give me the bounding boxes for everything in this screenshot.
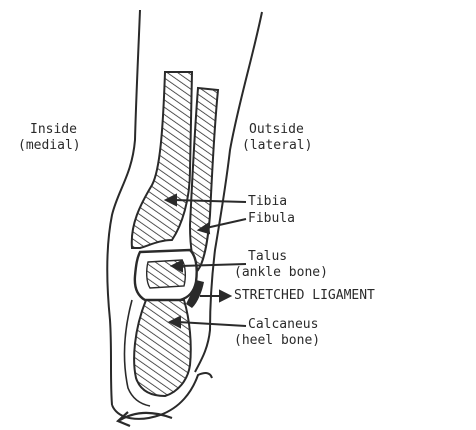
outside-label: Outside: [249, 123, 304, 137]
tibia-label: Tibia: [248, 195, 287, 209]
ankle-bone-label: (ankle bone): [234, 266, 328, 280]
fibula-bone: [190, 88, 218, 270]
lateral-label: (lateral): [242, 139, 312, 153]
talus-label: Talus: [248, 250, 287, 264]
calcaneus-bone: [134, 300, 191, 396]
fibula-label: Fibula: [248, 212, 295, 226]
medial-label: (medial): [18, 139, 81, 153]
heel-bone-label: (heel bone): [234, 334, 320, 348]
inside-label: Inside: [30, 123, 77, 137]
tibia-bone: [132, 72, 192, 248]
stretched-ligament-label: STRETCHED LIGAMENT: [234, 289, 375, 303]
calcaneus-label: Calcaneus: [248, 318, 318, 332]
